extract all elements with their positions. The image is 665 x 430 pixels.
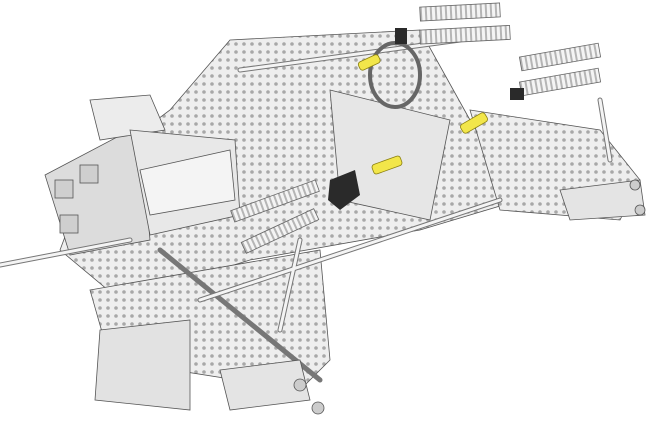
engine-block (44, 94, 241, 256)
wheel-hubs (219, 179, 646, 415)
black-connector (328, 28, 524, 210)
shock-absorbers (230, 2, 602, 254)
yellow-pins (357, 54, 488, 175)
